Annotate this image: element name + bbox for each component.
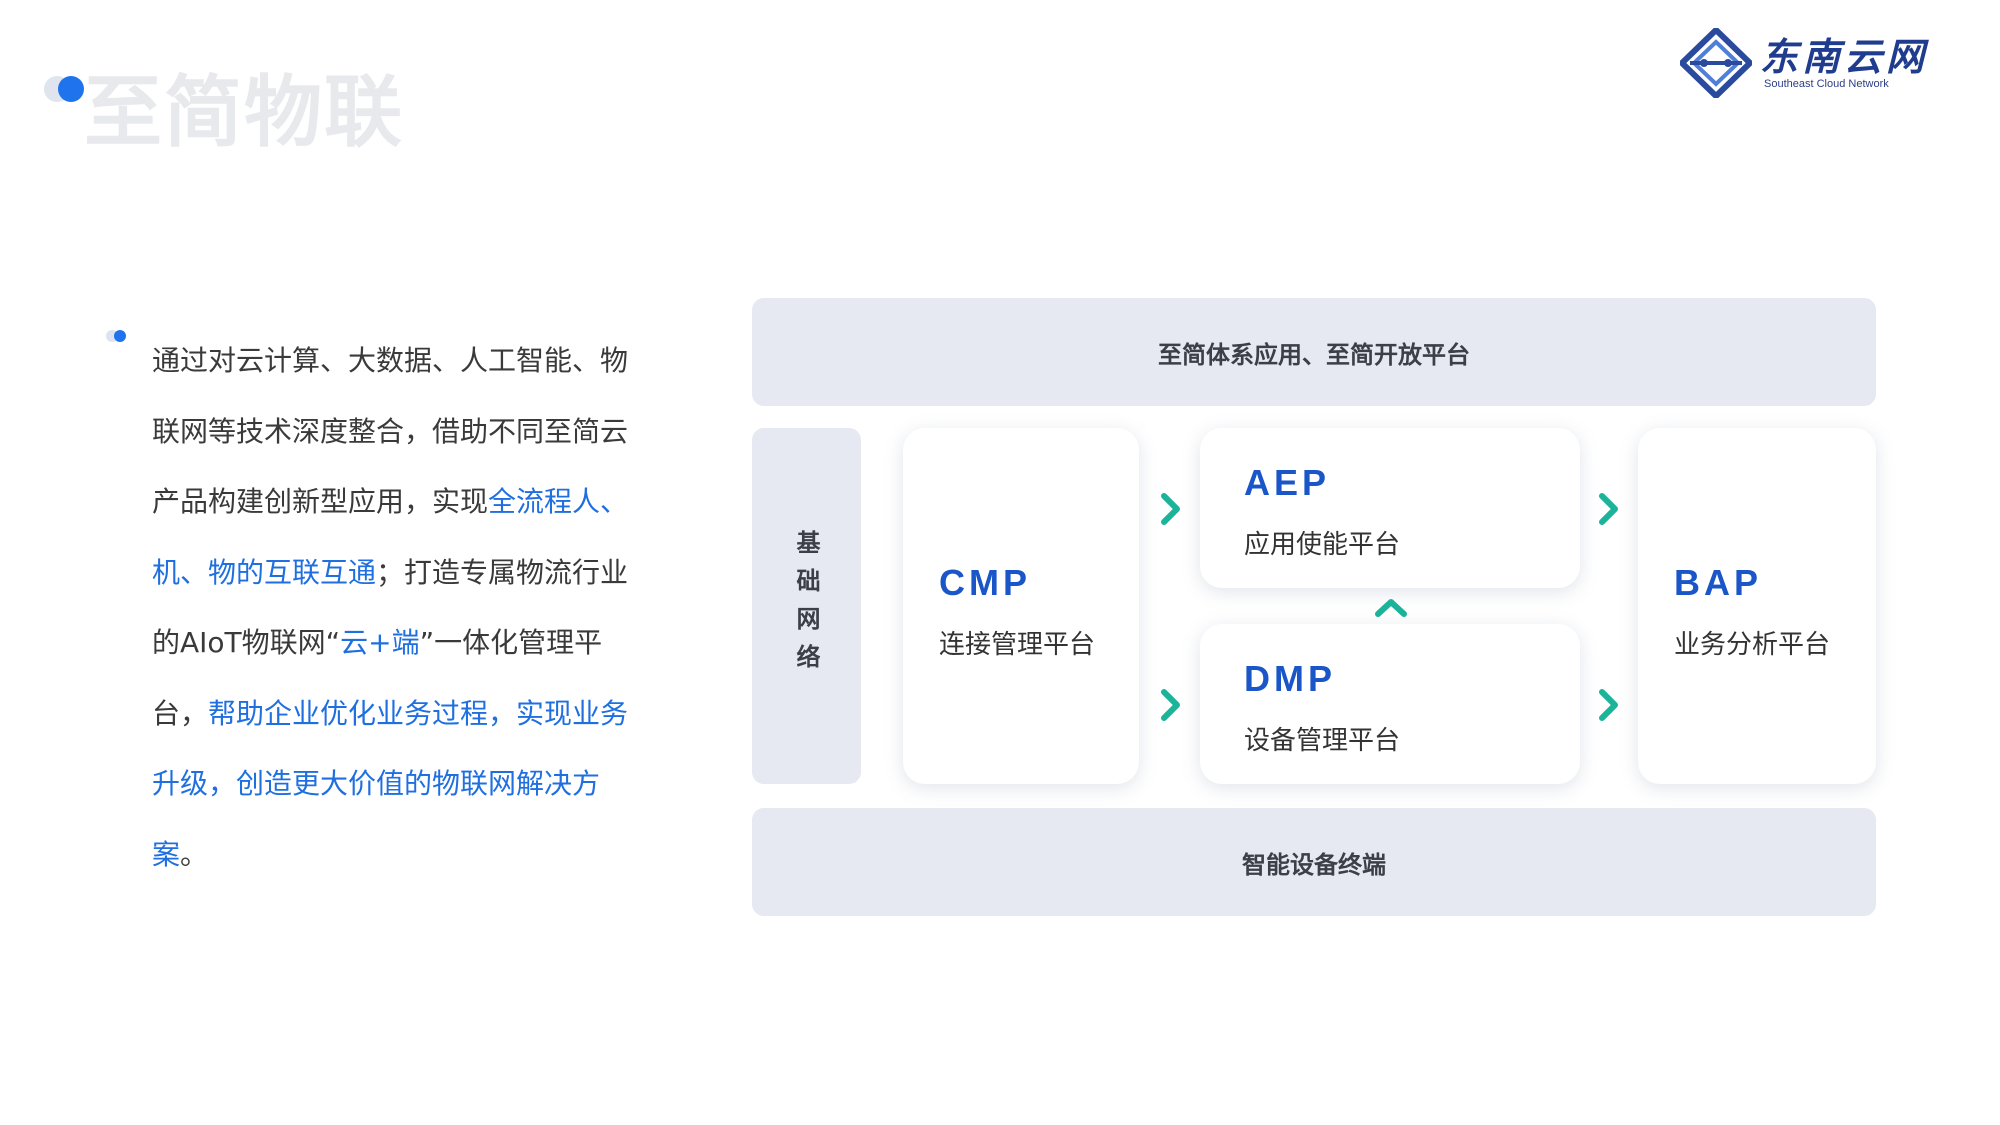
side-network-label: 基础网络 (792, 530, 820, 682)
chevron-right-icon (1599, 689, 1618, 721)
desc-text-2: ；打造专属物流行业的AIoT物联网“ (152, 555, 629, 660)
dmp-label: 设备管理平台 (1244, 726, 1401, 756)
page-title: 至简物联 (84, 68, 405, 158)
aep-code: AEP (1244, 462, 1331, 503)
bottom-band-label: 智能设备终端 (1242, 850, 1386, 879)
aep-label: 应用使能平台 (1244, 530, 1401, 560)
bullet-dot (114, 330, 126, 342)
dmp-code: DMP (1244, 658, 1336, 699)
card-dmp: DMP 设备管理平台 (1200, 624, 1580, 784)
desc-highlight-3: 帮助企业优化业务过程，实现业务升级，创造更大价值的物联网解决方案 (152, 696, 629, 871)
logo: 东南云网 Southeast Cloud Network (1680, 24, 1924, 100)
top-band: 至简体系应用、至简开放平台 (752, 298, 1876, 406)
logo-subtitle: Southeast Cloud Network (1764, 78, 1889, 90)
desc-text-1: 通过对云计算、大数据、人工智能、物联网等技术深度整合，借助不同至简云产品构建创新… (152, 344, 629, 518)
logo-text: 东南云网 (1760, 35, 1929, 79)
desc-text-3: ”一体化管理平台， (152, 626, 603, 730)
desc-highlight-2: 云+端 (340, 626, 420, 659)
card-cmp: CMP 连接管理平台 (903, 428, 1139, 784)
chevron-up-icon (1375, 599, 1407, 617)
card-bap: BAP 业务分析平台 (1638, 428, 1876, 784)
bap-label: 业务分析平台 (1674, 630, 1831, 660)
desc-highlight-1: 全流程人、机、物的互联互通 (152, 485, 629, 589)
side-network-bar: 基础网络 (752, 428, 861, 784)
top-band-label: 至简体系应用、至简开放平台 (1158, 340, 1470, 369)
cmp-label: 连接管理平台 (939, 630, 1096, 660)
bottom-band: 智能设备终端 (752, 808, 1876, 916)
cmp-code: CMP (939, 562, 1031, 603)
chevron-right-icon (1161, 689, 1180, 721)
title-dot (58, 76, 84, 102)
desc-text-4: 。 (180, 837, 209, 871)
chevron-right-icon (1161, 493, 1180, 525)
card-aep: AEP 应用使能平台 (1200, 428, 1580, 588)
logo-mark-icon (1680, 28, 1752, 98)
chevron-right-icon (1599, 493, 1618, 525)
description-paragraph: 通过对云计算、大数据、人工智能、物联网等技术深度整合，借助不同至简云产品构建创新… (152, 326, 652, 890)
bap-code: BAP (1674, 562, 1763, 603)
